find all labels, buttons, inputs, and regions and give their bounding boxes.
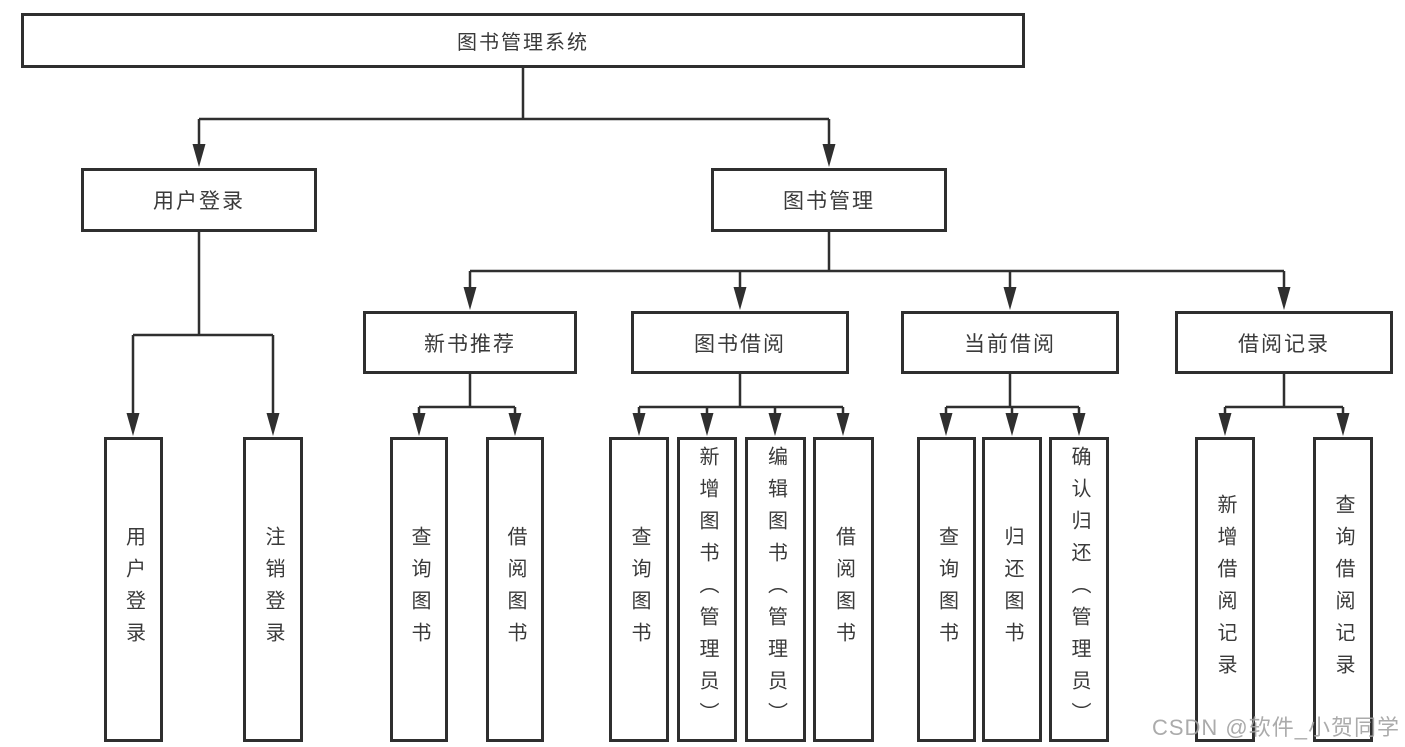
leaf-edit-books-admin: 编辑图书（管理员） — [745, 437, 806, 742]
arrow-icon — [1336, 413, 1350, 436]
leaf-label: 查询图书 — [628, 525, 650, 654]
node-label: 当前借阅 — [964, 332, 1056, 356]
arrow-icon — [632, 413, 646, 436]
leaf-label: 注销登录 — [262, 525, 284, 654]
arrow-icon — [508, 413, 522, 436]
node-current-borrow: 当前借阅 — [901, 311, 1119, 374]
leaf-label: 新增图书（管理员） — [696, 445, 718, 734]
arrow-icon — [266, 413, 280, 436]
connector-current-borrow — [944, 374, 1081, 418]
leaf-query-books-recommend: 查询图书 — [390, 437, 448, 742]
arrow-icon — [733, 287, 747, 310]
leaf-label: 查询图书 — [935, 525, 958, 654]
leaf-label: 借阅图书 — [832, 525, 855, 654]
leaf-label: 用户登录 — [122, 525, 145, 654]
arrow-icon — [126, 413, 140, 436]
leaf-label: 查询借阅记录 — [1332, 493, 1354, 686]
leaf-return-books: 归还图书 — [982, 437, 1042, 742]
leaf-label: 编辑图书（管理员） — [764, 445, 787, 734]
arrow-icon — [1003, 287, 1017, 310]
leaf-label: 借阅图书 — [504, 525, 526, 654]
leaf-user-login: 用户登录 — [104, 437, 163, 742]
arrow-icon — [836, 413, 850, 436]
arrow-icon — [700, 413, 714, 436]
node-root-system: 图书管理系统 — [21, 13, 1025, 68]
node-book-borrow: 图书借阅 — [631, 311, 849, 374]
connector-user-login — [131, 232, 275, 418]
leaf-query-borrow-record: 查询借阅记录 — [1313, 437, 1373, 742]
connector-book-borrow — [637, 374, 845, 418]
arrow-icon — [463, 287, 477, 310]
arrow-icon — [768, 413, 782, 436]
arrow-icon — [1277, 287, 1291, 310]
arrow-icon — [412, 413, 426, 436]
arrow-icon — [192, 144, 206, 167]
leaf-label: 新增借阅记录 — [1214, 493, 1236, 686]
arrow-icon — [939, 413, 953, 436]
node-label: 用户登录 — [153, 190, 245, 213]
node-label: 借阅记录 — [1238, 332, 1330, 356]
connector-borrow-record — [1223, 374, 1345, 418]
node-borrow-record: 借阅记录 — [1175, 311, 1393, 374]
leaf-label: 确认归还（管理员） — [1068, 445, 1090, 734]
leaf-borrow-books: 借阅图书 — [813, 437, 874, 742]
leaf-borrow-books-recommend: 借阅图书 — [486, 437, 544, 742]
node-label: 图书管理系统 — [457, 32, 589, 54]
leaf-logout: 注销登录 — [243, 437, 303, 742]
leaf-query-books-borrow: 查询图书 — [609, 437, 669, 742]
node-user-login: 用户登录 — [81, 168, 317, 232]
csdn-watermark: CSDN @软件_小贺同学 — [1151, 715, 1400, 740]
leaf-label: 查询图书 — [408, 525, 430, 654]
leaf-label: 归还图书 — [1001, 525, 1023, 654]
arrow-icon — [1005, 413, 1019, 436]
connector-book-mgmt — [468, 232, 1286, 292]
node-label: 新书推荐 — [424, 332, 516, 356]
node-label: 图书管理 — [783, 190, 875, 213]
leaf-add-borrow-record: 新增借阅记录 — [1195, 437, 1255, 742]
leaf-confirm-return-admin: 确认归还（管理员） — [1049, 437, 1109, 742]
arrow-icon — [1218, 413, 1232, 436]
node-label: 图书借阅 — [694, 332, 786, 356]
connector-root — [197, 68, 831, 149]
arrow-icon — [822, 144, 836, 167]
leaf-query-books-current: 查询图书 — [917, 437, 976, 742]
connector-new-book — [417, 374, 517, 418]
node-book-management: 图书管理 — [711, 168, 947, 232]
node-new-book-recommend: 新书推荐 — [363, 311, 577, 374]
arrow-icon — [1072, 413, 1086, 436]
leaf-add-books-admin: 新增图书（管理员） — [677, 437, 737, 742]
